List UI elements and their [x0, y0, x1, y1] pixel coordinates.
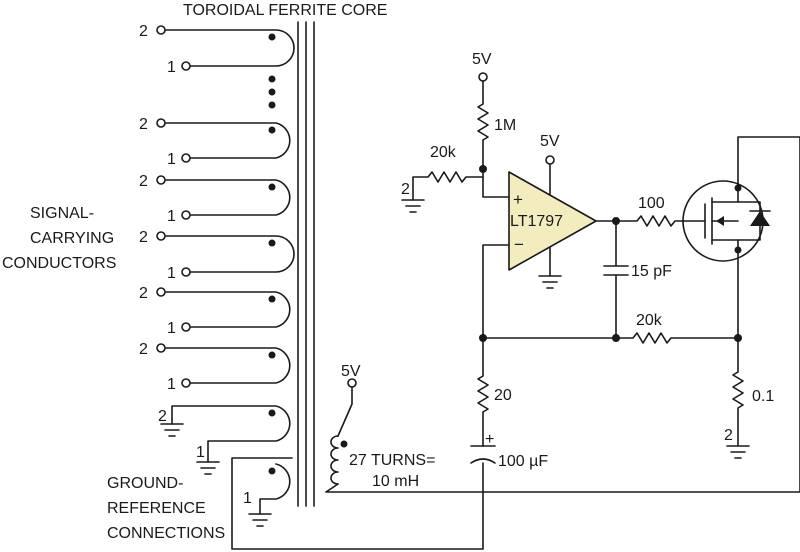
ground-windings	[160, 405, 291, 527]
opamp-lt1797	[508, 155, 597, 289]
opamp-name: LT1797	[510, 213, 563, 230]
resistor-0-1-sense	[726, 337, 750, 459]
resistor-20k-feedback	[482, 332, 739, 344]
inductor-value-label: 10 mH	[372, 473, 419, 490]
resistor-100-gate	[595, 215, 706, 227]
pin-label-1: 1	[167, 376, 176, 393]
resistor-20-series	[477, 337, 489, 447]
resistor-20k-feedback-label: 20k	[636, 312, 663, 329]
svg-text:CARRYING: CARRYING	[30, 230, 114, 247]
capacitor-15pf	[603, 220, 629, 339]
pin-label-1: 1	[167, 208, 176, 225]
ferrite-core	[297, 21, 315, 507]
inductor	[325, 136, 800, 493]
pin-label-1: 1	[167, 265, 176, 282]
pin-label-1: 1	[167, 59, 176, 76]
opamp-plus-sign: +	[513, 190, 523, 209]
capacitor-100uf	[470, 445, 496, 464]
signal-windings	[156, 25, 295, 388]
pin-label-2: 2	[139, 341, 148, 358]
opamp-minus-sign: −	[514, 235, 524, 254]
pin-label-2: 2	[139, 173, 148, 190]
pin-label-2: 2	[139, 285, 148, 302]
resistor-1m	[477, 72, 489, 169]
ground-group-label: GROUND- REFERENCE CONNECTIONS	[107, 475, 225, 542]
noninverting-wire	[482, 167, 510, 198]
inverting-wire	[482, 244, 510, 339]
pin-label-1: 1	[196, 444, 205, 461]
supply-label: 5V	[472, 51, 492, 68]
signal-group-label: SIGNAL- CARRYING CONDUCTORS	[2, 205, 116, 272]
pin-label-2: 2	[139, 229, 148, 246]
ground-return-wire	[231, 457, 484, 550]
pin-label-2: 2	[724, 427, 733, 444]
pin-label-1: 1	[167, 151, 176, 168]
pin-label-2: 2	[139, 23, 148, 40]
opamp-supply-label: 5V	[540, 133, 560, 150]
resistor-1m-label: 1M	[494, 117, 516, 134]
svg-text:CONDUCTORS: CONDUCTORS	[2, 255, 116, 272]
inductor-turns-label: 27 TURNS=	[349, 452, 435, 469]
resistor-20k-input-label: 20k	[430, 144, 457, 161]
inductor-supply-label: 5V	[341, 363, 361, 380]
pin-label-2: 2	[139, 116, 148, 133]
mosfet	[682, 180, 771, 339]
svg-text:REFERENCE: REFERENCE	[107, 500, 206, 517]
pin-label-1: 1	[243, 490, 252, 507]
pin-label-1: 1	[167, 320, 176, 337]
capacitor-polarity-mark: +	[485, 431, 494, 448]
core-label: TOROIDAL FERRITE CORE	[183, 2, 387, 19]
pin-label-2: 2	[401, 181, 410, 198]
svg-text:GROUND-: GROUND-	[107, 475, 183, 492]
resistor-20-label: 20	[494, 387, 512, 404]
pin-label-2: 2	[158, 408, 167, 425]
resistor-0-1-label: 0.1	[752, 388, 774, 405]
capacitor-100uf-label: 100 µF	[498, 453, 548, 470]
resistor-100-label: 100	[638, 195, 665, 212]
resistor-20k-input	[401, 171, 484, 213]
svg-text:CONNECTIONS: CONNECTIONS	[107, 525, 225, 542]
capacitor-15pf-label: 15 pF	[631, 263, 672, 280]
svg-text:SIGNAL-: SIGNAL-	[30, 205, 94, 222]
